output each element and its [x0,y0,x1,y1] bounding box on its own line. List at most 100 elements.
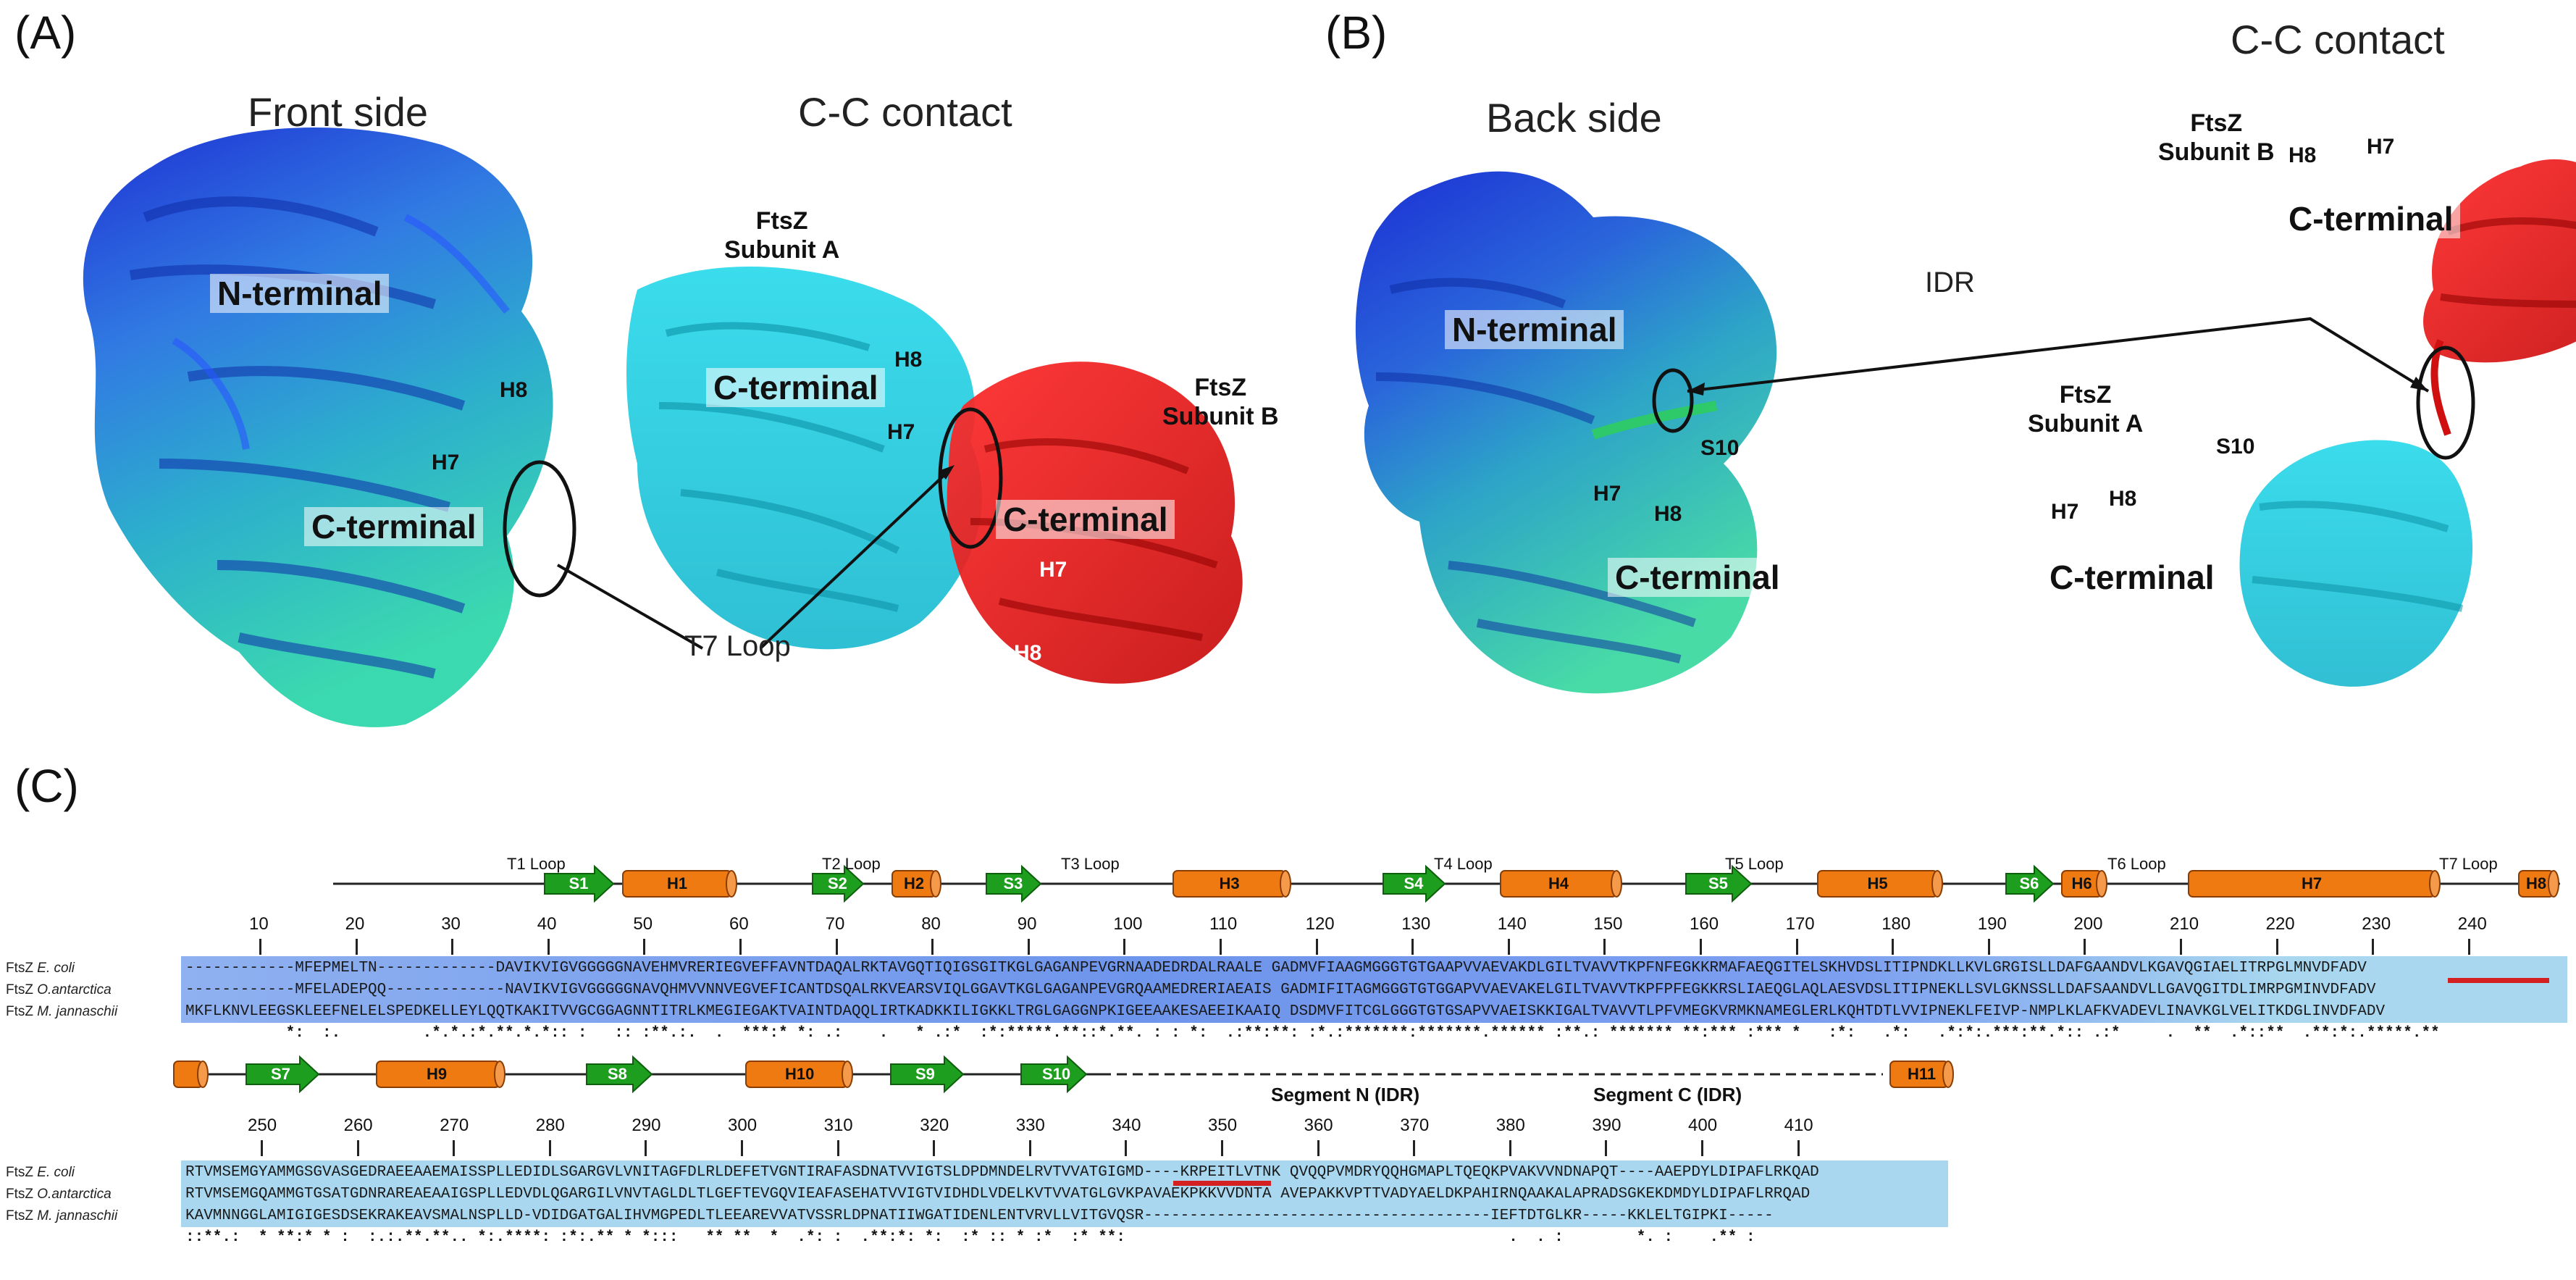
topology-s7-label: S7 [271,1065,290,1083]
topology-h7-label: H7 [2302,874,2323,892]
ruler-tick-230: 230 [2362,914,2391,934]
ruler-tick-mark [2084,939,2086,955]
segment-n-idr-label: Segment N (IDR) [1271,1084,1420,1105]
ruler-tick-mark [1315,939,1318,955]
block2-seq-mjannaschii: KAVMNNGGLAMIGIGESDSEKRAKEAVSMALNSPLLD-VD… [185,1208,1774,1224]
panel-b-structure-illustration [1355,159,2576,694]
idr-circle-back [1652,368,1694,433]
ruler-tick-360: 360 [1304,1116,1333,1135]
ruler-tick-mark [1701,1140,1703,1156]
topology-s4-label: S4 [1404,874,1424,892]
topology-s9-strand [890,1055,965,1094]
panel-b-subunit-b-label: FtsZ Subunit B [2158,109,2275,166]
subunit-a-h7-label: H7 [887,420,915,444]
ruler-tick-120: 120 [1305,914,1335,934]
ruler-tick-150: 150 [1593,914,1623,934]
ruler-tick-mark [548,1140,551,1156]
ruler-tick-mark [1795,939,1798,955]
topology-s3-label: S3 [1003,874,1023,892]
ruler-tick-mark [645,1140,647,1156]
topology-t3-loop-label: T3 Loop [1061,855,1120,873]
ruler-tick-190: 190 [1977,914,2007,934]
ruler-tick-220: 220 [2265,914,2295,934]
ruler-tick-mark [1413,1140,1416,1156]
front-protein-ribbon [83,127,553,727]
idr-arrow-lines [1687,317,2430,393]
ruler-tick-390: 390 [1592,1116,1621,1135]
ruler-tick-100: 100 [1113,914,1143,934]
topology-h4-label: H4 [1548,874,1569,892]
ruler-tick-mark [453,1140,456,1156]
ruler-tick-mark [2180,939,2182,955]
ruler-tick-400: 400 [1688,1116,1718,1135]
topology-s6-label: S6 [2019,874,2039,892]
segment-c-idr-label: Segment C (IDR) [1593,1084,1742,1105]
ruler-tick-260: 260 [343,1116,373,1135]
idr-arrow-head-left [1687,382,1705,396]
ruler-tick-80: 80 [921,914,941,934]
panel-c-letter: (C) [14,760,79,812]
panel-b-contact-title: C-C contact [2231,17,2445,62]
topology-h9-label: H9 [427,1065,448,1083]
ruler-tick-300: 300 [728,1116,758,1135]
block1-species-ecoli: FtsZ E. coli [6,961,75,976]
panel-b-subunit-b-c-terminal-label: C-terminal [2281,199,2461,238]
ruler-tick-130: 130 [1401,914,1431,934]
subunit-a-c-terminal-label: C-terminal [706,368,886,407]
topology-t5-loop-label: T5 Loop [1725,855,1784,873]
ruler-tick-30: 30 [441,914,461,934]
ruler-tick-mark [1220,939,1222,955]
topology-s1-strand [544,864,615,903]
ruler-tick-240: 240 [2457,914,2487,934]
ruler-tick-mark [1509,1140,1511,1156]
ruler-tick-330: 330 [1015,1116,1045,1135]
ruler-tick-mark [261,1140,263,1156]
topology-h10-label: H10 [785,1065,815,1083]
ruler-tick-mark [835,939,838,955]
ruler-tick-mark [1605,1140,1608,1156]
back-c-terminal-label: C-terminal [1608,558,1787,597]
panel-b-subunit-a-h8-label: H8 [2109,487,2137,511]
ruler-tick-mark [259,939,261,955]
back-s10-label: S10 [1700,436,1740,460]
ruler-tick-50: 50 [633,914,653,934]
panel-b-subunit-b-h7-label: H7 [2367,135,2395,159]
ruler-tick-mark [1507,939,1510,955]
ruler-tick-410: 410 [1784,1116,1813,1135]
ruler-tick-mark [1603,939,1606,955]
ruler-tick-mark [643,939,646,955]
topology-s10-label: S10 [1042,1065,1071,1083]
block1-seq-mjannaschii: MKFLKNVLEEGSKLEEFNELELSPEDKELLEYLQQTKAKI… [185,1003,2386,1020]
subunit-a-ribbon [626,266,982,650]
panel-b-subunit-a-h7-label: H7 [2051,500,2079,524]
ruler-tick-90: 90 [1017,914,1037,934]
front-h7-label: H7 [432,451,460,474]
idr-label: IDR [1925,267,1975,298]
panel-a-subunit-b-label: FtsZ Subunit B [1162,374,1279,430]
block2-alignment-highlight [181,1160,1948,1227]
panel-a-contact-title: C-C contact [798,89,1012,135]
panel-b-subunit-a-label: FtsZ Subunit A [2028,381,2144,438]
topology-s5-label: S5 [1708,874,1728,892]
block2-red-underline [1173,1181,1271,1186]
ruler-tick-mark [1123,939,1126,955]
ruler-tick-170: 170 [1785,914,1815,934]
t7-arrow-head [939,465,955,480]
block2-topology-diagram [173,1055,1954,1094]
ruler-tick-160: 160 [1690,914,1719,934]
ruler-tick-mark [1317,1140,1320,1156]
ruler-tick-340: 340 [1112,1116,1141,1135]
topology-s6-strand [2005,864,2055,903]
block2-species-mjannaschii: FtsZ M. jannaschii [6,1208,118,1223]
topology-s9-label: S9 [915,1065,935,1083]
topology-s8-label: S8 [608,1065,627,1083]
ruler-tick-290: 290 [632,1116,661,1135]
ruler-tick-60: 60 [729,914,749,934]
topology-h5-label: H5 [1867,874,1888,892]
topology-s7-strand [246,1055,320,1094]
ruler-tick-70: 70 [825,914,845,934]
topology-s10-strand [1020,1055,1088,1094]
ruler-tick-mark [933,1140,936,1156]
front-c-terminal-label: C-terminal [304,507,484,546]
topology-t4-loop-label: T4 Loop [1434,855,1493,873]
